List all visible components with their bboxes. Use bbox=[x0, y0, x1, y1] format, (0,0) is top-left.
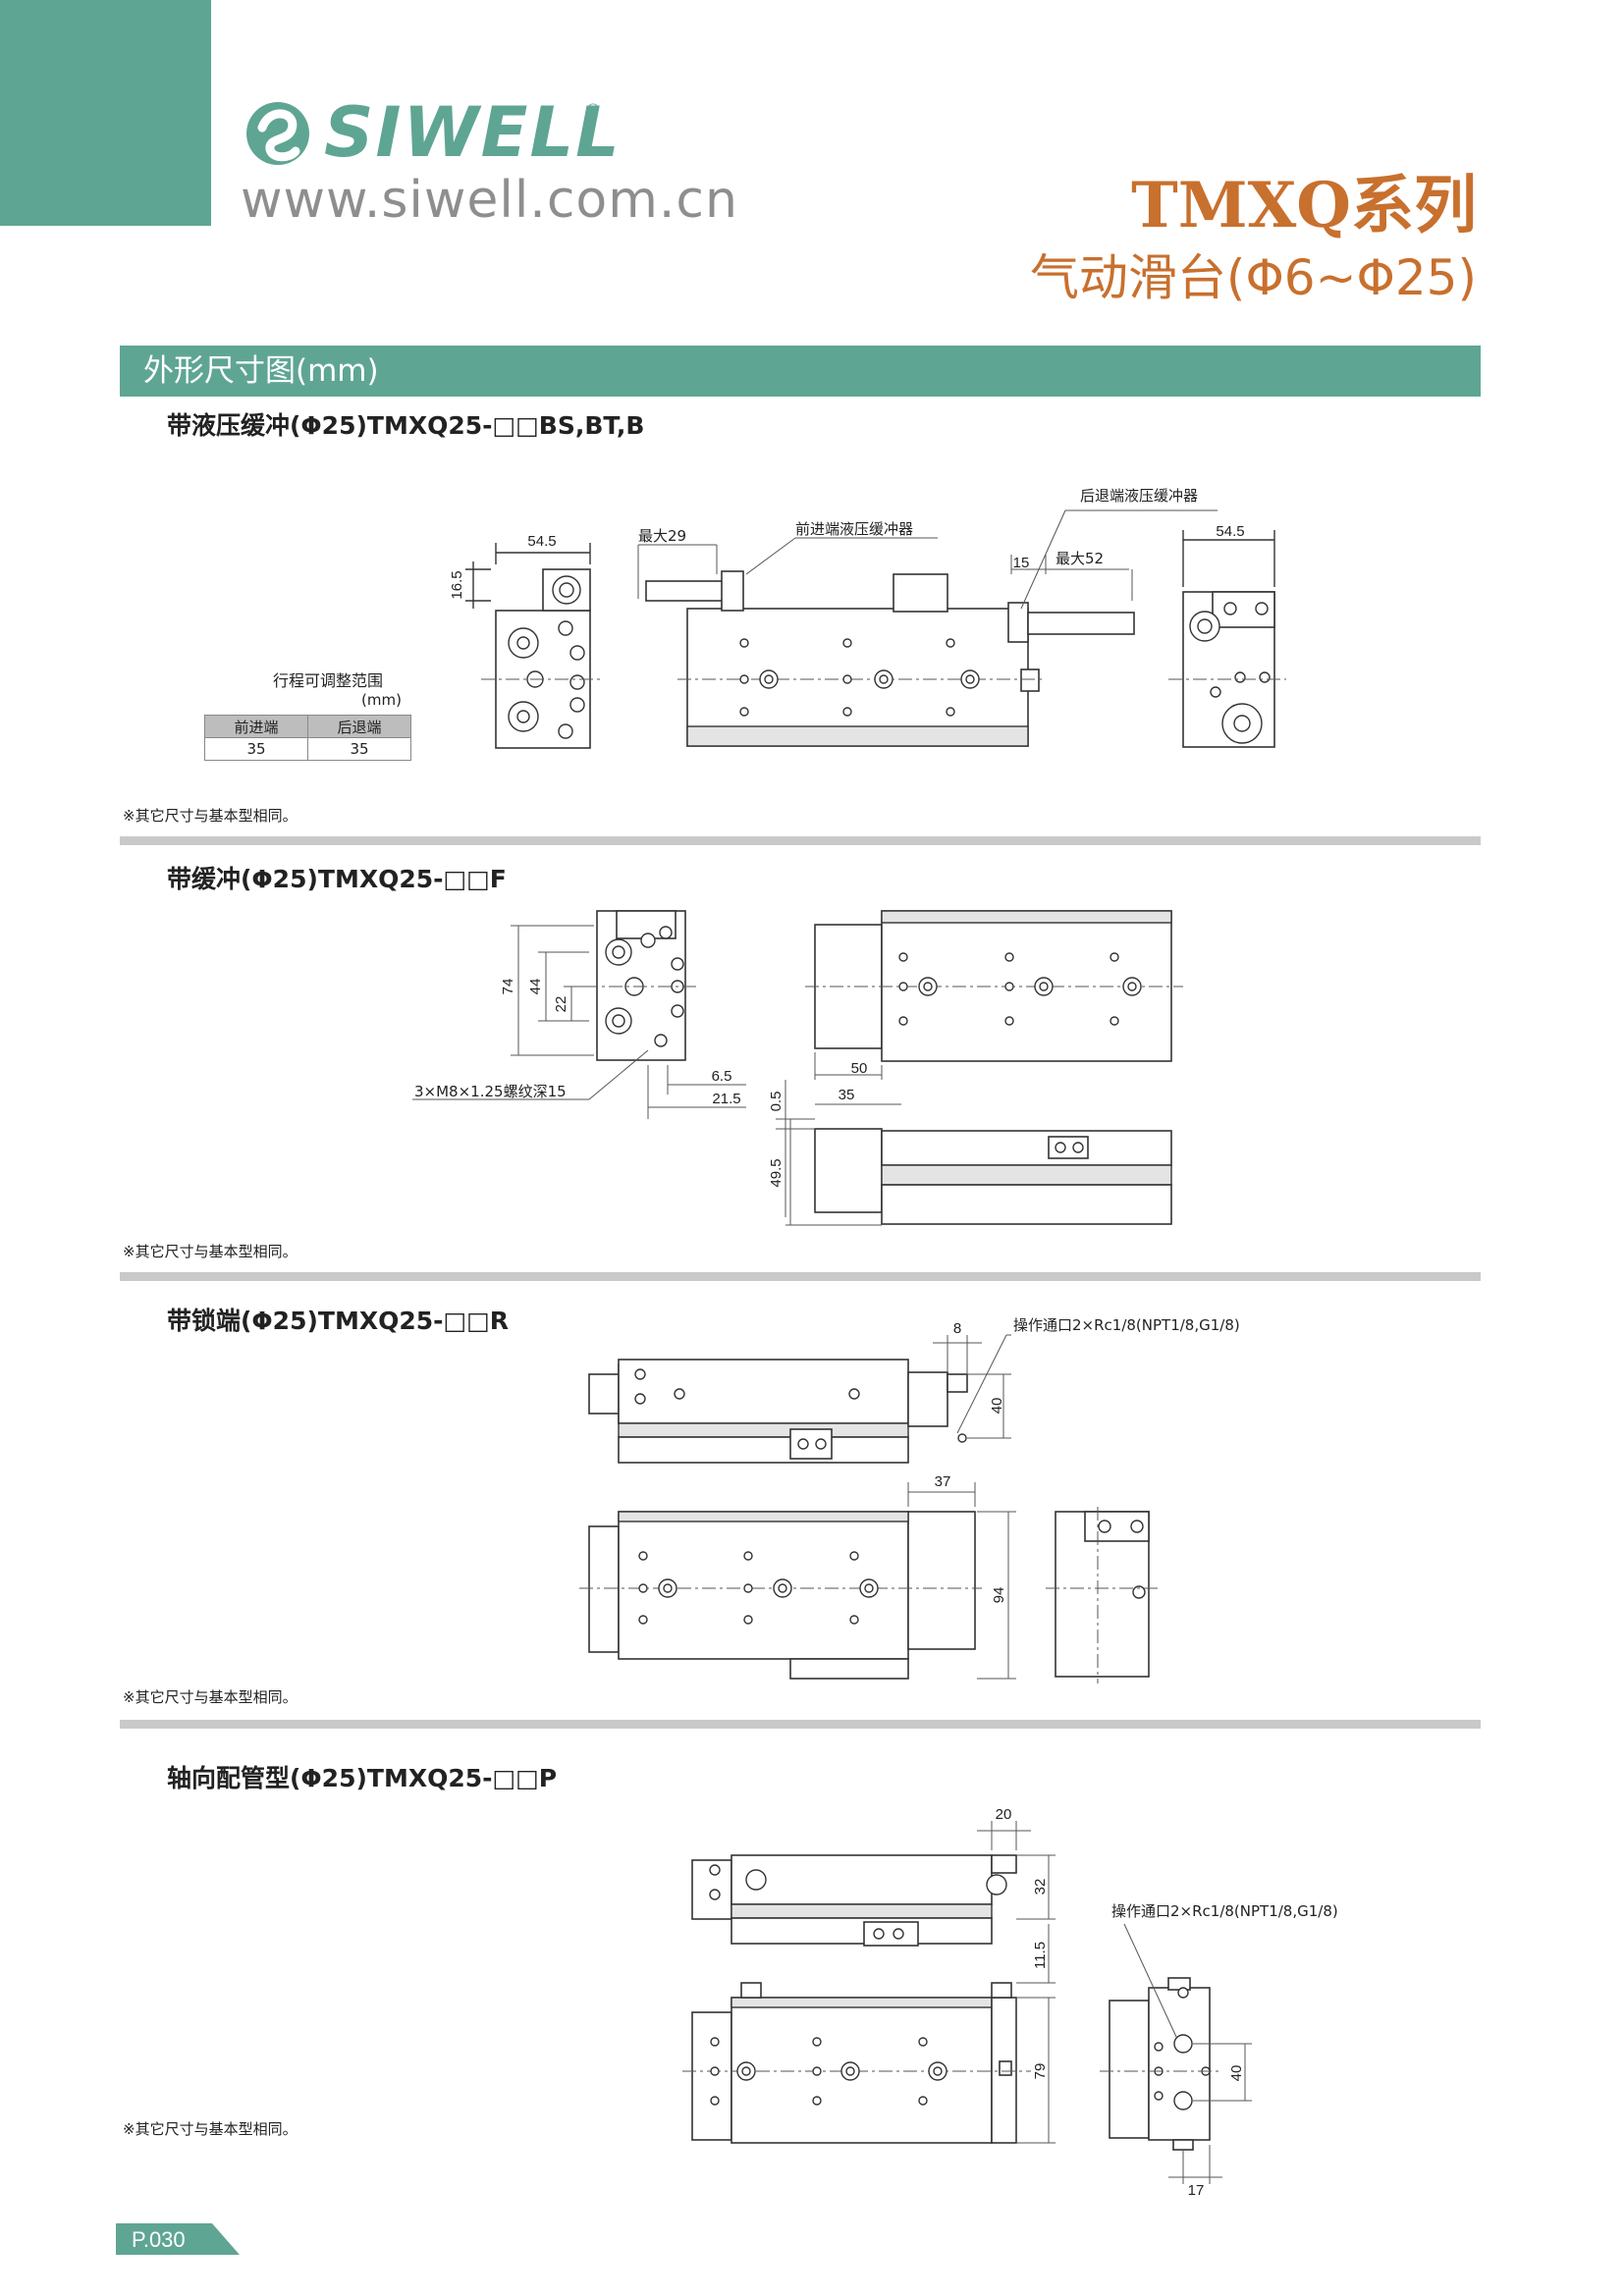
section-3-title: 带锁端(Φ25)TMXQ25-□□R bbox=[167, 1307, 510, 1335]
registered-mark: ® bbox=[585, 100, 601, 119]
s2-end-view bbox=[412, 910, 746, 1119]
label-port-r: 操作通口2×Rc1/8(NPT1/8,G1/8) bbox=[1013, 1316, 1240, 1334]
s3-top-view bbox=[579, 1482, 1016, 1680]
dim-54-5-a: 54.5 bbox=[527, 533, 556, 550]
dim-15: 15 bbox=[1013, 555, 1030, 571]
dim-79: 79 bbox=[1032, 2063, 1049, 2080]
header-teal-block bbox=[0, 0, 211, 226]
section-1-note: ※其它尺寸与基本型相同。 bbox=[123, 807, 298, 825]
brand-name: SIWELL bbox=[324, 92, 622, 173]
dim-6-5: 6.5 bbox=[712, 1068, 732, 1085]
section-divider bbox=[120, 1272, 1481, 1281]
section-4-note: ※其它尺寸与基本型相同。 bbox=[123, 2120, 298, 2138]
section-2-note: ※其它尺寸与基本型相同。 bbox=[123, 1243, 298, 1260]
stroke-table-cell: 35 bbox=[204, 737, 308, 761]
s2-top-view bbox=[805, 910, 1183, 1080]
dim-8: 8 bbox=[953, 1320, 961, 1337]
section-band: 外形尺寸图(mm) bbox=[120, 346, 1481, 397]
section-1-title: 带液压缓冲(Φ25)TMXQ25-□□BS,BT,B bbox=[167, 411, 645, 440]
label-port-p: 操作通口2×Rc1/8(NPT1/8,G1/8) bbox=[1111, 1902, 1338, 1920]
label-max-52: 最大52 bbox=[1056, 550, 1104, 567]
section-4-title: 轴向配管型(Φ25)TMXQ25-□□P bbox=[167, 1764, 558, 1792]
dim-40-p: 40 bbox=[1228, 2065, 1245, 2082]
dim-21-5: 21.5 bbox=[712, 1091, 740, 1107]
stroke-table-cell: 35 bbox=[307, 737, 411, 761]
section-3-note: ※其它尺寸与基本型相同。 bbox=[123, 1688, 298, 1706]
dim-0-5: 0.5 bbox=[768, 1092, 785, 1112]
label-thread: 3×M8×1.25螺纹深15 bbox=[414, 1083, 567, 1100]
page-number: P.030 bbox=[132, 2227, 186, 2252]
label-max-29: 最大29 bbox=[638, 527, 686, 545]
label-rear-buffer: 后退端液压缓冲器 bbox=[1080, 487, 1198, 505]
dim-32: 32 bbox=[1032, 1879, 1049, 1896]
s4-end-view bbox=[1100, 1923, 1252, 2184]
s3-side-view bbox=[588, 1334, 1011, 1464]
s1-end-view-right bbox=[1168, 530, 1286, 748]
dim-94: 94 bbox=[991, 1587, 1007, 1604]
label-front-buffer: 前进端液压缓冲器 bbox=[795, 520, 913, 538]
dim-17: 17 bbox=[1188, 2182, 1205, 2199]
s4-side-view bbox=[691, 1821, 1056, 1947]
dim-49-5: 49.5 bbox=[768, 1158, 785, 1187]
section-2-title: 带缓冲(Φ25)TMXQ25-□□F bbox=[167, 865, 507, 893]
series-subtitle: 气动滑台(Φ6~Φ25) bbox=[1029, 249, 1477, 306]
stroke-table-unit: (mm) bbox=[361, 691, 402, 709]
dim-44: 44 bbox=[527, 979, 544, 995]
s1-side-view bbox=[637, 509, 1218, 747]
s4-top-view bbox=[682, 1924, 1056, 2144]
page-number-tab: P.030 bbox=[116, 2223, 244, 2261]
dim-35: 35 bbox=[839, 1087, 855, 1103]
s1-end-view-left bbox=[465, 543, 604, 749]
section-divider bbox=[120, 1720, 1481, 1729]
dim-11-5: 11.5 bbox=[1032, 1942, 1049, 1969]
dim-40-r: 40 bbox=[989, 1398, 1005, 1415]
s3-end-view bbox=[1046, 1507, 1159, 1683]
dim-16-5: 16.5 bbox=[449, 570, 465, 599]
dim-22: 22 bbox=[553, 996, 569, 1013]
dim-37: 37 bbox=[935, 1473, 951, 1490]
dim-54-5-b: 54.5 bbox=[1216, 523, 1244, 540]
stroke-table-caption: 行程可调整范围 bbox=[273, 671, 384, 690]
brand-url: www.siwell.com.cn bbox=[241, 171, 738, 230]
section-divider bbox=[120, 836, 1481, 845]
stroke-table-header: 前进端 bbox=[204, 715, 308, 738]
stroke-table-header: 后退端 bbox=[307, 715, 411, 738]
siwell-logo-icon bbox=[241, 98, 319, 173]
series-title: TMXQ系列 bbox=[1131, 169, 1477, 242]
s2-side-view bbox=[776, 1080, 1172, 1226]
stroke-table: 前进端 后退端 35 35 bbox=[204, 715, 411, 761]
dim-50: 50 bbox=[851, 1060, 868, 1077]
dim-20: 20 bbox=[996, 1806, 1012, 1823]
dim-74: 74 bbox=[500, 979, 516, 995]
